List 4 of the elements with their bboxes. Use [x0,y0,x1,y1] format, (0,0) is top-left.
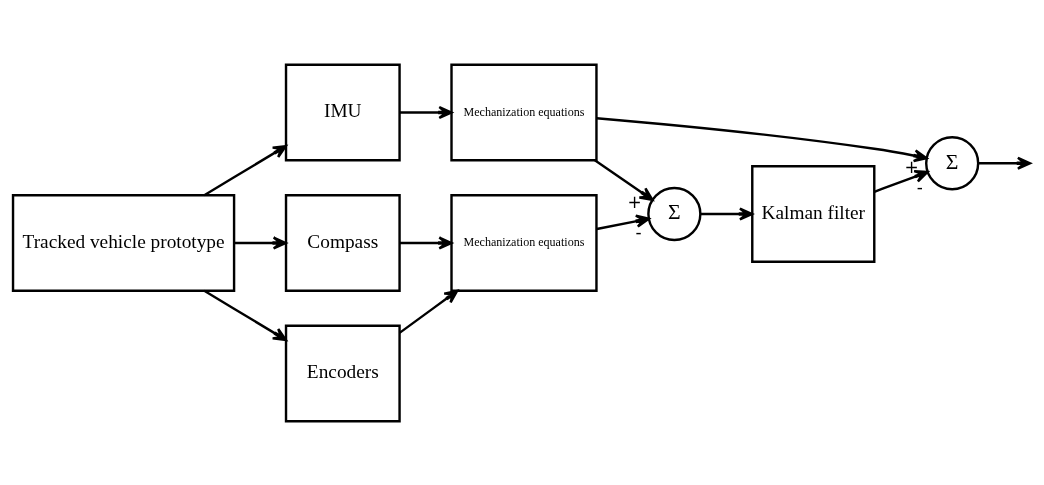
edge-label: - [916,176,923,197]
edge-label: + [904,156,919,177]
edge-label: - [635,221,642,242]
edge-label: + [627,191,642,212]
